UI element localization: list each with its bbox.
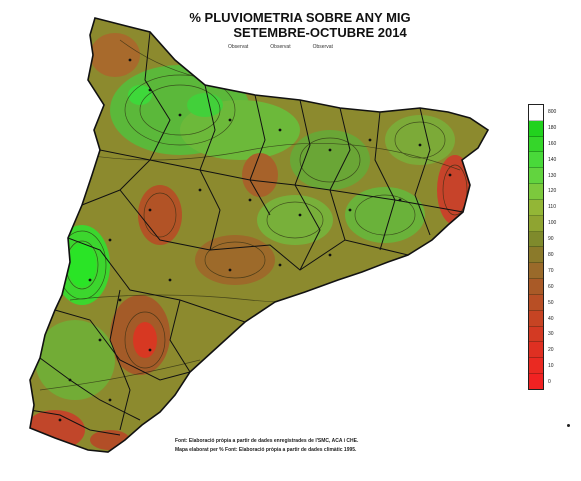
comarca-borders [30, 31, 464, 436]
credits: Font: Elaboració pròpia a partir de dade… [175, 437, 358, 455]
legend-label: 130 [548, 172, 557, 179]
legend-label: 20 [548, 347, 554, 354]
legend-swatch [529, 136, 543, 153]
catalonia-outline [29, 17, 490, 453]
legend-swatch [529, 342, 543, 359]
legend-label: 70 [548, 267, 554, 274]
credits-line-2: Mapa elaborat per % Font: Elaboració prò… [175, 447, 357, 453]
color-legend [528, 104, 544, 390]
legend-swatch [529, 168, 543, 185]
legend-label: 100 [548, 220, 557, 227]
legend-swatch [529, 215, 543, 232]
legend-swatch [529, 247, 543, 264]
legend-label: 0 [548, 379, 551, 386]
sub-label: Observat [312, 44, 333, 50]
legend-label: 40 [548, 315, 554, 322]
title-line-1: % PLUVIOMETRIA SOBRE ANY MIG [189, 10, 411, 25]
legend-label: 60 [548, 283, 554, 290]
legend-swatch [529, 120, 543, 137]
legend-swatch [529, 184, 543, 200]
legend-label: 30 [548, 331, 554, 338]
legend-label: 50 [548, 299, 554, 306]
legend-swatch [529, 358, 543, 375]
legend-label: 80 [548, 251, 554, 258]
legend-label: 140 [548, 156, 557, 163]
legend-swatch [529, 294, 543, 311]
legend-swatch [529, 374, 543, 389]
title-line-2: SETEMBRE-OCTUBRE 2014 [233, 25, 407, 40]
station-markers [58, 58, 452, 422]
sub-labels: Observat Observat Observat [228, 44, 333, 50]
legend-label: 120 [548, 188, 557, 195]
sub-label: Observat [270, 44, 291, 50]
legend-swatch [529, 105, 543, 121]
legend-swatch [529, 310, 543, 327]
legend-label: 160 [548, 140, 557, 147]
legend-label: 10 [548, 363, 554, 370]
map-title: % PLUVIOMETRIA SOBRE ANY MIG SETEMBRE-OC… [150, 10, 450, 40]
legend-swatch [529, 279, 543, 295]
legend-label: 110 [548, 204, 556, 211]
legend-swatch [529, 326, 543, 343]
legend-swatch [529, 199, 543, 216]
sub-label: Observat [228, 44, 249, 50]
credits-line-1: Font: Elaboració pròpia a partir de dade… [175, 438, 359, 444]
legend-label: 180 [548, 124, 557, 131]
legend-swatch [529, 263, 543, 280]
legend-label: 800 [548, 108, 557, 115]
legend-swatch [529, 231, 543, 248]
marker-dot [567, 424, 570, 427]
legend-label: 90 [548, 236, 554, 243]
legend-swatch [529, 152, 543, 169]
